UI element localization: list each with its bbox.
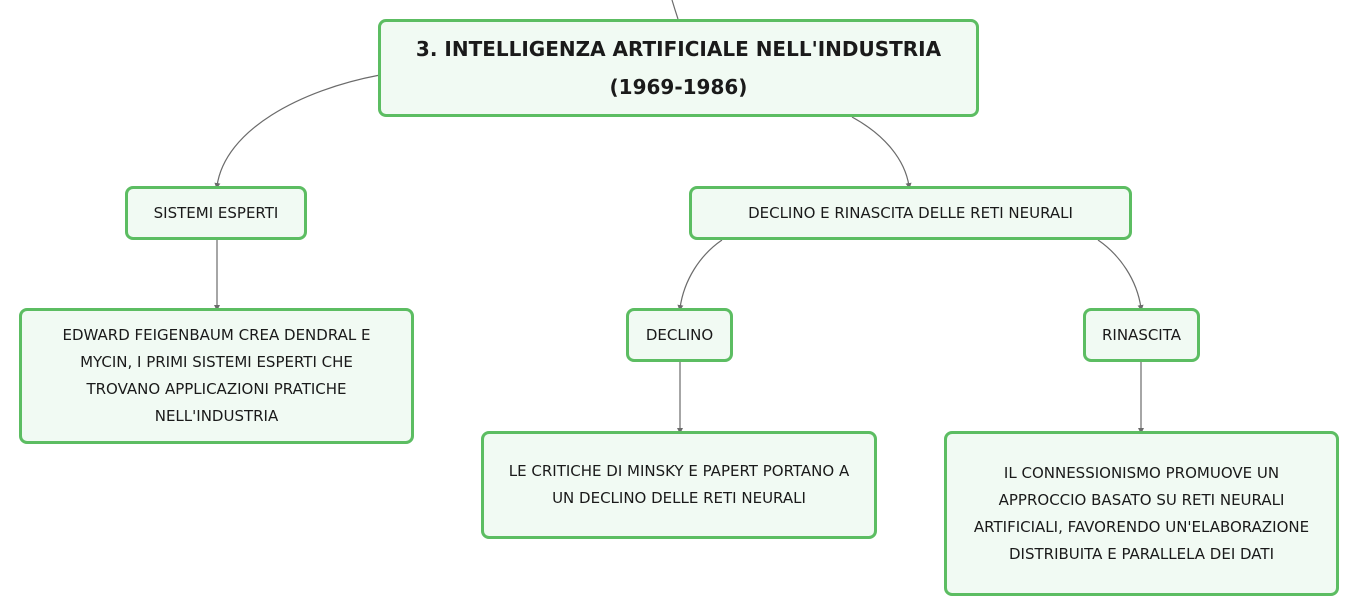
detail-line: NELL'INDUSTRIA (154, 407, 279, 425)
node-declino-detail[interactable]: LE CRITICHE DI MINSKY E PAPERT PORTANO A… (481, 431, 877, 539)
detail-line: IL CONNESSIONISMO PROMUOVE UN (1003, 463, 1280, 482)
root-topic[interactable]: 3. INTELLIGENZA ARTIFICIALE NELL'INDUSTR… (378, 19, 979, 117)
node-declino[interactable]: DECLINO (626, 308, 733, 362)
root-title-line2: (1969-1986) (609, 75, 748, 99)
connector-reti-neurali-to-rinascita (1097, 239, 1144, 311)
node-sistemi-esperti[interactable]: SISTEMI ESPERTI (125, 186, 307, 240)
node-reti-neurali[interactable]: DECLINO E RINASCITA DELLE RETI NEURALI (689, 186, 1132, 240)
connector-reti-neurali-to-declino (677, 239, 723, 311)
node-sistemi-esperti-label: SISTEMI ESPERTI (153, 203, 279, 222)
node-reti-neurali-label: DECLINO E RINASCITA DELLE RETI NEURALI (748, 203, 1073, 222)
detail-line: MYCIN, I PRIMI SISTEMI ESPERTI CHE (80, 353, 353, 371)
detail-line: DISTRIBUITA E PARALLELA DEI DATI (1008, 544, 1274, 563)
connector-root-to-reti-neurali (851, 116, 912, 189)
node-declino-label: DECLINO (645, 325, 714, 344)
root-title-line1: 3. INTELLIGENZA ARTIFICIALE NELL'INDUSTR… (415, 37, 942, 61)
node-rinascita-label: RINASCITA (1101, 325, 1181, 344)
node-rinascita-detail[interactable]: IL CONNESSIONISMO PROMUOVE UN APPROCCIO … (944, 431, 1339, 596)
connector-root-to-sistemi-esperti (214, 74, 381, 189)
node-rinascita[interactable]: RINASCITA (1083, 308, 1200, 362)
node-sistemi-esperti-detail[interactable]: EDWARD FEIGENBAUM CREA DENDRAL E MYCIN, … (19, 308, 414, 444)
detail-line: EDWARD FEIGENBAUM CREA DENDRAL E (62, 326, 371, 344)
connector-parent-to-root (671, 0, 679, 20)
detail-line: UN DECLINO DELLE RETI NEURALI (552, 489, 806, 507)
detail-line: APPROCCIO BASATO SU RETI NEURALI (998, 490, 1285, 509)
detail-line: LE CRITICHE DI MINSKY E PAPERT PORTANO A (508, 462, 850, 480)
detail-line: TROVANO APPLICAZIONI PRATICHE (86, 380, 347, 398)
detail-line: ARTIFICIALI, FAVORENDO UN'ELABORAZIONE (973, 517, 1310, 536)
